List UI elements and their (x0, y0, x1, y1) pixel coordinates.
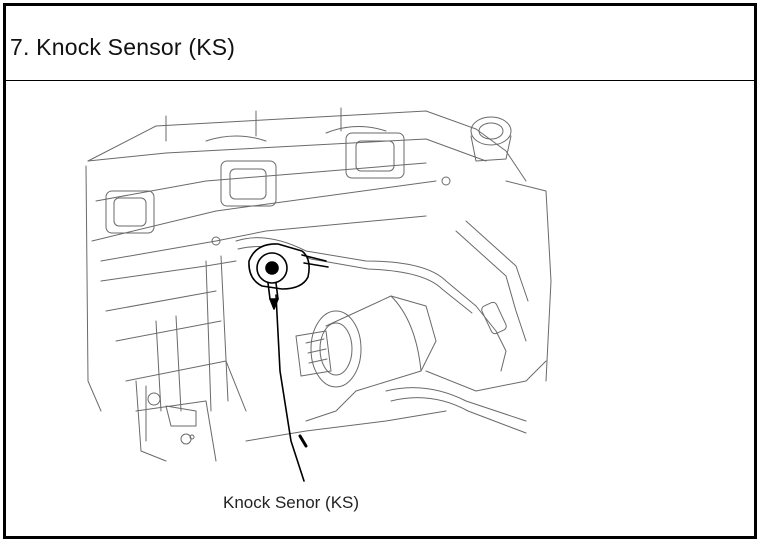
engine-illustration: Knock Senor (KS) (6, 81, 754, 536)
knock-sensor-part (248, 243, 329, 310)
document-frame: 7. Knock Sensor (KS) (3, 3, 757, 539)
starter-motor (295, 295, 437, 422)
knock-sensor-callout-label: Knock Senor (KS) (223, 493, 360, 512)
wiring-harness (235, 180, 552, 442)
callout-leader-tick (298, 434, 308, 448)
engine-block (100, 176, 451, 462)
section-title: 7. Knock Sensor (KS) (10, 34, 236, 60)
callout-leader-line (275, 294, 305, 482)
section-header: 7. Knock Sensor (KS) (6, 6, 754, 81)
engine-line-drawing (85, 107, 552, 482)
cylinder-head (85, 107, 527, 412)
